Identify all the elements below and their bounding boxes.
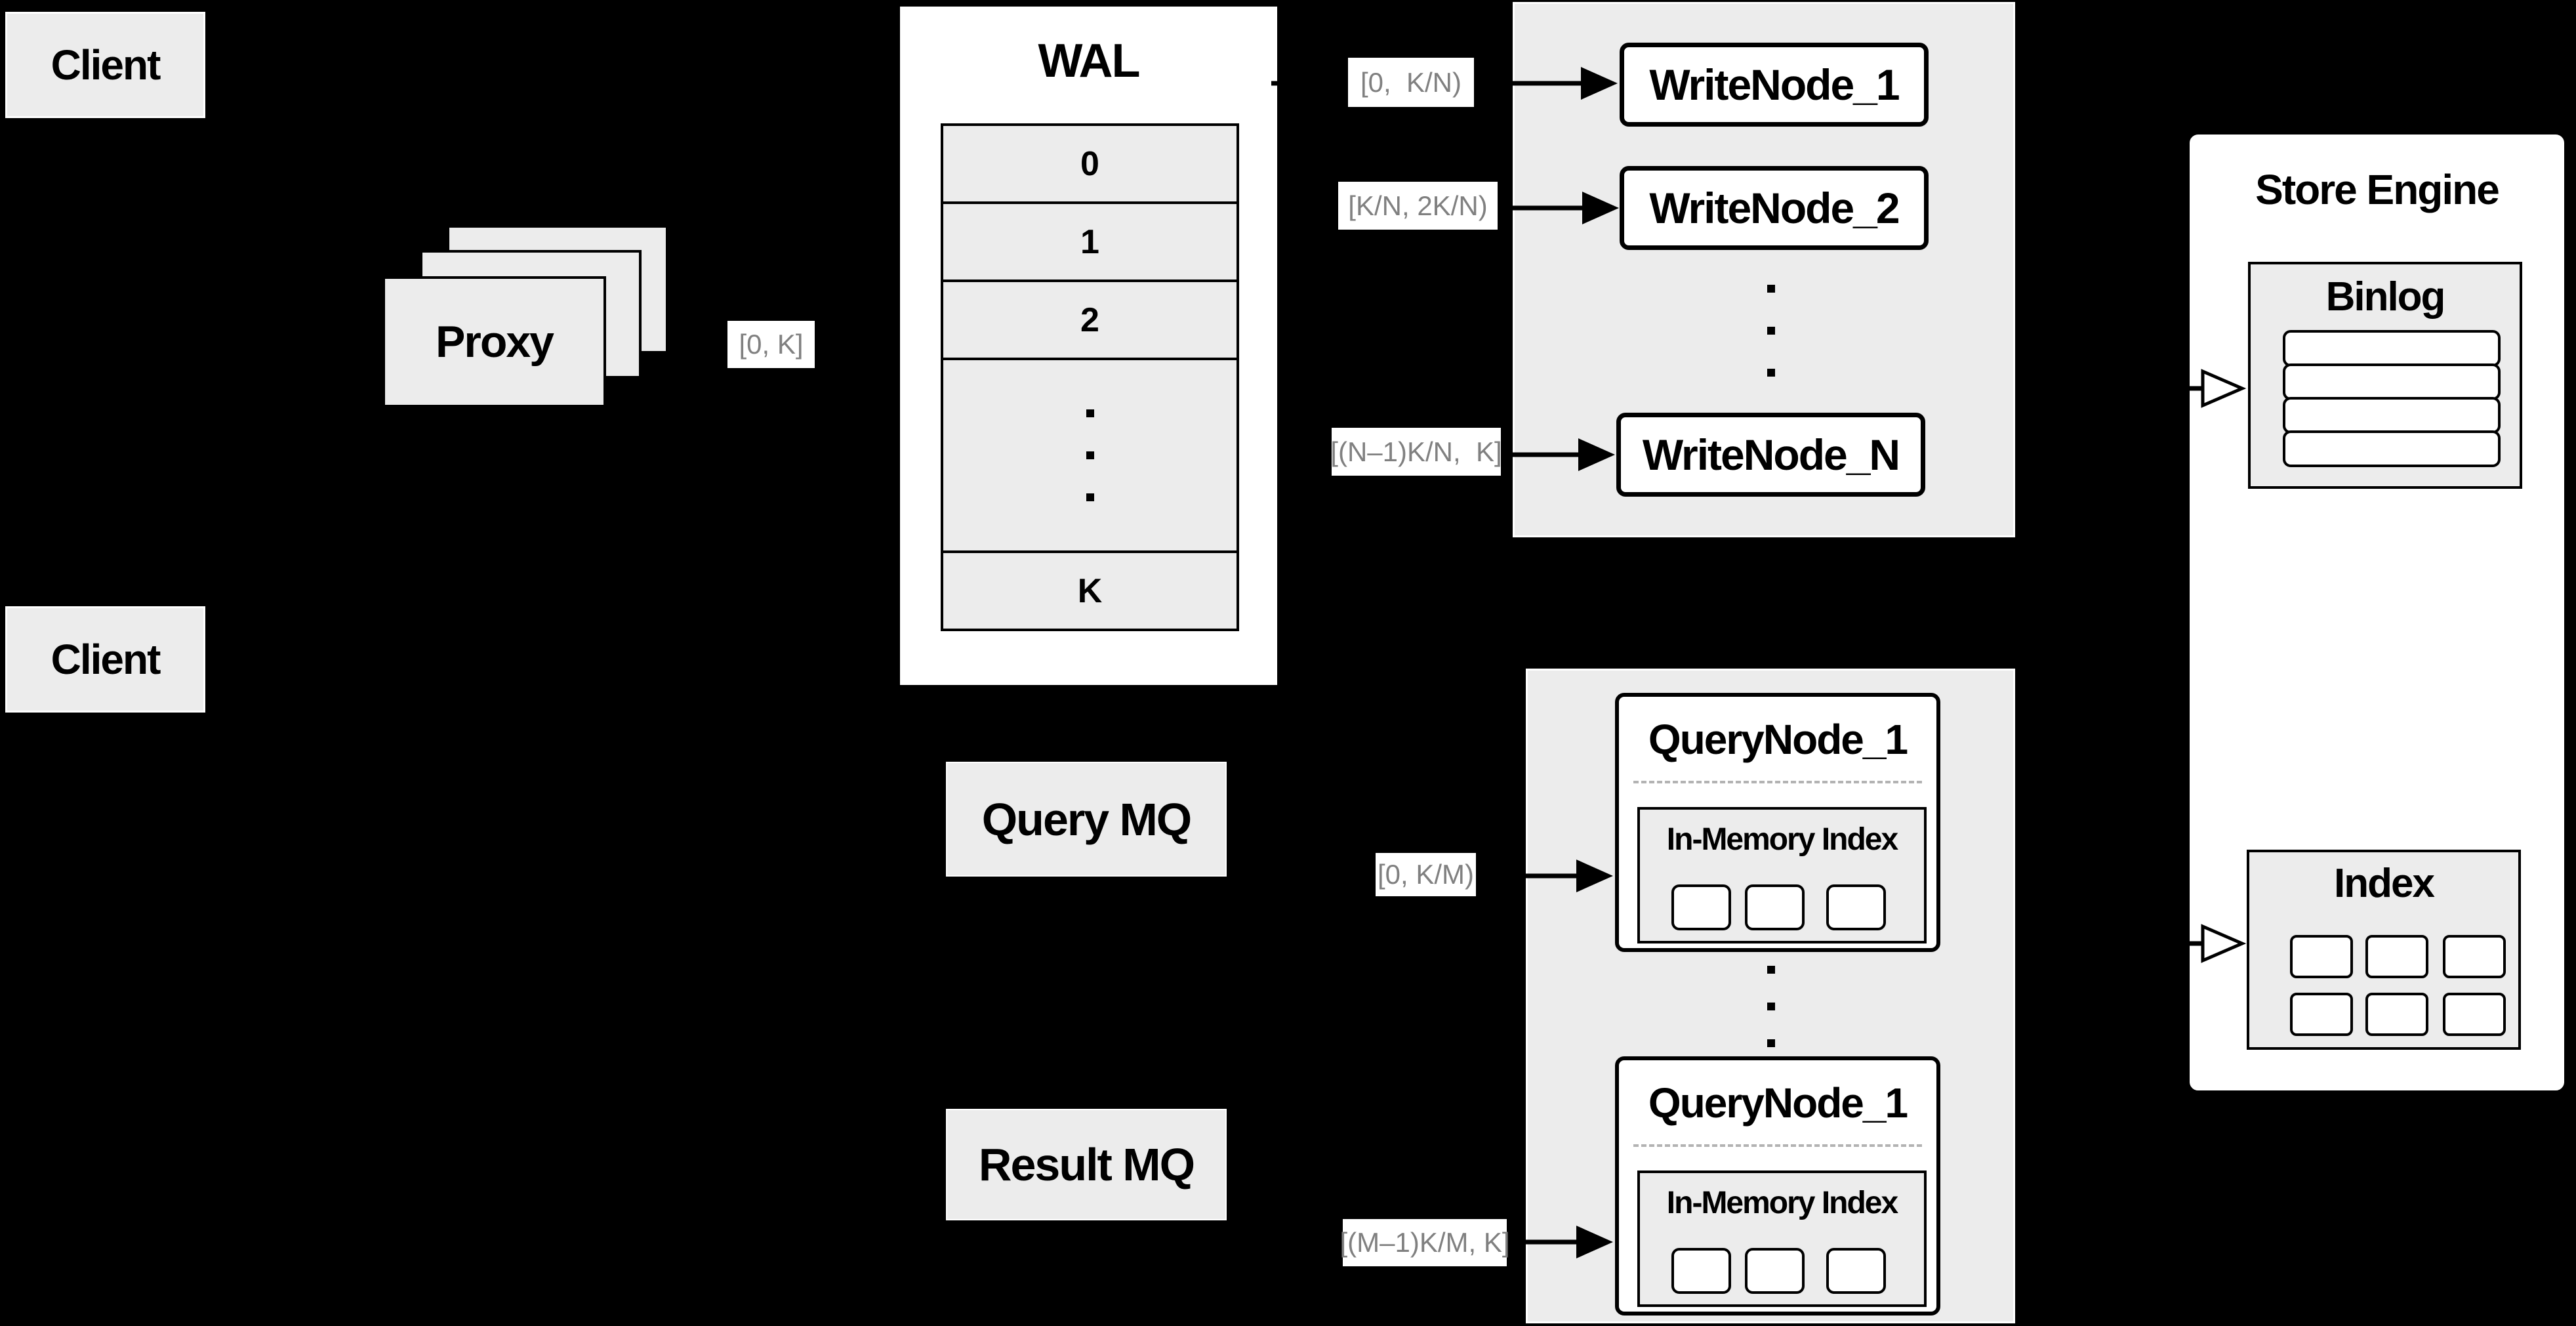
query-node-1: QueryNode_1 In-Memory Index — [1615, 693, 1940, 952]
wal-row-2-text: 2 — [1080, 300, 1099, 339]
query-node-1-inmemory-title: In-Memory Index — [1640, 821, 1924, 858]
store-engine-title: Store Engine — [2186, 165, 2567, 214]
range-label-writen: [(N–1)K/N, K] — [1330, 428, 1502, 476]
binlog-row — [2283, 330, 2501, 367]
client-box-bottom: Client — [5, 606, 205, 713]
range-label-write2-text: [K/N, 2K/N) — [1348, 190, 1488, 221]
proxy-box: Proxy — [382, 276, 606, 407]
range-label-write2: [K/N, 2K/N) — [1338, 182, 1498, 230]
index-cell — [2365, 993, 2428, 1036]
index-title-text: Index — [2334, 861, 2435, 906]
segment-cell — [1671, 1248, 1731, 1294]
segment-cell — [1826, 1248, 1886, 1294]
range-label-write1-text: [0, K/N) — [1360, 66, 1462, 98]
client-bottom-label: Client — [51, 636, 161, 683]
query-node-2-inmemory-title: In-Memory Index — [1640, 1185, 1924, 1221]
write-node-2-text: WriteNode_2 — [1649, 184, 1900, 232]
range-label-query-first-text: [0, K/M) — [1377, 859, 1475, 890]
segment-cell — [1745, 1248, 1805, 1294]
index-cell — [2290, 993, 2353, 1036]
index-cell — [2443, 935, 2506, 978]
query-node-2-title-text: QueryNode_1 — [1648, 1079, 1908, 1127]
index-cell — [2290, 935, 2353, 978]
query-node-ellipsis-icon — [1766, 966, 1776, 1047]
query-node-1-divider — [1633, 781, 1922, 783]
binlog-title: Binlog — [2251, 274, 2520, 320]
query-mq-box: Query MQ — [946, 762, 1227, 877]
range-label-query-first: [0, K/M) — [1376, 853, 1476, 896]
query-node-1-title: QueryNode_1 — [1619, 715, 1936, 764]
client-top-label: Client — [51, 41, 161, 89]
range-label-proxy-out-text: [0, K] — [739, 329, 804, 360]
query-node-1-title-text: QueryNode_1 — [1648, 716, 1908, 763]
wal-ellipsis-dots-icon — [1086, 409, 1094, 501]
wal-row-k-text: K — [1077, 571, 1103, 610]
wal-title-text: WAL — [1038, 35, 1141, 87]
wal-row-k: K — [943, 553, 1237, 629]
segment-cell — [1826, 884, 1886, 930]
query-node-2-inmemory-text: In-Memory Index — [1666, 1186, 1898, 1220]
write-node-1-text: WriteNode_1 — [1649, 60, 1900, 109]
wal-row-0: 0 — [943, 126, 1237, 204]
wal-row-1: 1 — [943, 204, 1237, 282]
query-node-2-divider — [1633, 1144, 1922, 1147]
store-engine-title-text: Store Engine — [2255, 166, 2500, 213]
wal-row-2: 2 — [943, 282, 1237, 360]
binlog-box: Binlog — [2248, 262, 2522, 489]
client-box-top: Client — [5, 12, 205, 118]
query-mq-label: Query MQ — [981, 793, 1193, 845]
range-label-write1: [0, K/N) — [1348, 58, 1474, 107]
result-mq-box: Result MQ — [946, 1109, 1227, 1220]
wal-row-ellipsis — [943, 360, 1237, 553]
wal-title: WAL — [897, 34, 1280, 88]
segment-cell — [1671, 884, 1731, 930]
query-node-2-title: QueryNode_1 — [1619, 1079, 1936, 1127]
write-node-n-text: WriteNode_N — [1642, 430, 1900, 479]
segment-cell — [1745, 884, 1805, 930]
index-cell — [2365, 935, 2428, 978]
write-node-2: WriteNode_2 — [1620, 166, 1929, 250]
query-node-1-inmemory-text: In-Memory Index — [1666, 822, 1898, 857]
range-label-writen-text: [(N–1)K/N, K] — [1330, 436, 1502, 467]
binlog-title-text: Binlog — [2325, 274, 2446, 320]
wal-segment-table: 0 1 2 K — [941, 123, 1239, 631]
index-box: Index — [2247, 850, 2521, 1050]
query-node-2: QueryNode_1 In-Memory Index — [1615, 1056, 1940, 1316]
query-node-2-inmemory-box: In-Memory Index — [1637, 1171, 1927, 1307]
range-label-proxy-out: [0, K] — [727, 321, 815, 368]
result-mq-label: Result MQ — [978, 1139, 1195, 1190]
binlog-row — [2283, 430, 2501, 467]
proxy-label: Proxy — [436, 317, 554, 367]
range-label-query-last: [(M–1)K/M, K] — [1339, 1219, 1510, 1266]
wal-row-1-text: 1 — [1080, 222, 1099, 261]
query-node-1-inmemory-box: In-Memory Index — [1637, 807, 1927, 943]
write-node-ellipsis-icon — [1766, 285, 1776, 377]
write-node-1: WriteNode_1 — [1620, 43, 1929, 127]
index-cell — [2443, 993, 2506, 1036]
wal-row-0-text: 0 — [1080, 144, 1099, 183]
write-node-n: WriteNode_N — [1616, 413, 1925, 497]
range-label-query-last-text: [(M–1)K/M, K] — [1339, 1227, 1510, 1258]
index-title: Index — [2249, 860, 2518, 907]
binlog-row — [2283, 363, 2501, 400]
binlog-row — [2283, 397, 2501, 434]
